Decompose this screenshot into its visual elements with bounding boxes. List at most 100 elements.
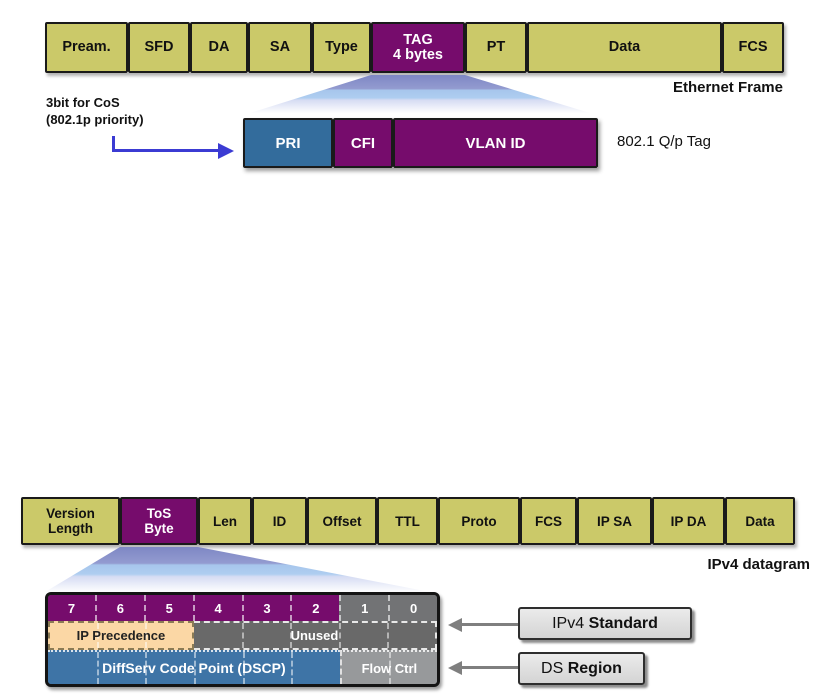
ip-precedence-label: IP Precedence [76, 628, 166, 643]
tag-cell-cfi-label: CFI [350, 134, 376, 152]
ip-cell-version-length: Version Length [21, 497, 120, 545]
eth-cell-fcs-label: FCS [738, 39, 768, 55]
callout-ipv4-standard-bold: Standard [588, 614, 658, 632]
tag-expansion-funnel [250, 75, 590, 113]
bit-separator-line [242, 623, 245, 648]
tag-cell-vlan-id: VLAN ID [393, 118, 598, 168]
ip-cell-offset-label: Offset [322, 513, 362, 529]
eth-cell-type: Type [312, 22, 371, 73]
ip-tos-line2: Byte [144, 521, 174, 536]
ip-cell-ttl-label: TTL [395, 513, 420, 529]
bit-separator-line [96, 652, 99, 684]
bit-4-label: 4 [214, 600, 222, 616]
dscp-cell: DiffServ Code Point (DSCP) [48, 650, 340, 684]
ip-version-line1: Version [46, 506, 95, 521]
bit-2-label: 2 [312, 600, 320, 616]
bit-2: 2 [290, 595, 340, 621]
ip-cell-ip-da: IP DA [652, 497, 725, 545]
tos-expansion-funnel [45, 547, 430, 592]
ip-cell-ttl: TTL [377, 497, 438, 545]
tos-bit-grid: 7 6 5 4 3 2 1 0 IP Precedence Unused [45, 592, 440, 687]
ip-cell-ip-sa-label: IP SA [596, 513, 632, 529]
eth-cell-preamble-label: Pream. [62, 39, 111, 55]
bit-6-label: 6 [116, 600, 124, 616]
eth-cell-type-label: Type [325, 39, 358, 55]
ds-region-row: DiffServ Code Point (DSCP) Flow Ctrl [48, 650, 437, 684]
ip-cell-id: ID [252, 497, 307, 545]
bit-3: 3 [241, 595, 291, 621]
ipv4-datagram-row: Version Length ToS Byte Len ID Offset TT… [21, 497, 795, 545]
bit-0-label: 0 [409, 600, 418, 616]
eth-cell-pt-label: PT [486, 39, 506, 55]
bit-5-label: 5 [165, 600, 173, 616]
bit-7: 7 [48, 595, 95, 621]
eth-cell-preamble: Pream. [45, 22, 128, 73]
ip-cell-ip-da-label: IP DA [670, 513, 707, 529]
ipv4-standard-arrow-line [458, 623, 518, 626]
ipv4-datagram-caption: IPv4 datagram [707, 556, 810, 573]
ip-cell-id-label: ID [272, 513, 287, 529]
ip-precedence-cell: IP Precedence [48, 621, 194, 650]
ip-cell-proto: Proto [438, 497, 520, 545]
ip-cell-version-length-label: Version Length [46, 506, 95, 536]
ip-cell-offset: Offset [307, 497, 377, 545]
bit-separator-line [386, 623, 389, 648]
bit-7-label: 7 [67, 600, 76, 616]
ip-cell-tos-byte-label: ToS Byte [144, 506, 173, 536]
flow-ctrl-label: Flow Ctrl [361, 660, 418, 676]
bit-6: 6 [94, 595, 144, 621]
unused-label: Unused [290, 628, 339, 643]
eth-cell-sfd: SFD [128, 22, 190, 73]
eth-cell-sa-label: SA [269, 39, 291, 55]
bit-0: 0 [388, 595, 437, 621]
ip-cell-proto-label: Proto [461, 513, 497, 529]
bit-number-row: 7 6 5 4 3 2 1 0 [48, 595, 437, 621]
eth-cell-data: Data [527, 22, 722, 73]
bit-separator-line [338, 623, 341, 648]
bit-separator-line [242, 652, 245, 684]
eth-cell-tag-label: TAG 4 bytes [393, 31, 443, 63]
bit-separator-line [291, 652, 294, 684]
eth-tag-line1: TAG [403, 31, 433, 48]
callout-ds-region-light: DS [541, 659, 568, 677]
dot1q-tag-row: PRI CFI VLAN ID [243, 118, 598, 168]
bit-1: 1 [339, 595, 389, 621]
ipv4-standard-arrowhead-icon [448, 618, 462, 632]
bit-separator-line [145, 652, 148, 684]
unused-cell: Unused [193, 621, 437, 650]
eth-cell-data-label: Data [608, 39, 641, 55]
cos-note-line1: 3bit for CoS [46, 95, 120, 110]
eth-cell-pt: PT [465, 22, 527, 73]
cos-note-line2: (802.1p priority) [46, 112, 144, 127]
ip-cell-data: Data [725, 497, 795, 545]
eth-cell-sa: SA [248, 22, 312, 73]
ethernet-frame-caption: Ethernet Frame [672, 79, 783, 96]
flow-ctrl-cell: Flow Ctrl [339, 650, 437, 684]
ipv4-standard-row: IP Precedence Unused [48, 621, 437, 650]
eth-cell-fcs: FCS [722, 22, 784, 73]
callout-ipv4-standard-light: IPv4 [552, 614, 589, 632]
ip-cell-fcs: FCS [520, 497, 577, 545]
callout-ds-region: DS Region [518, 652, 645, 685]
eth-cell-tag: TAG 4 bytes [371, 22, 465, 73]
tag-cell-vlan-id-label: VLAN ID [465, 134, 526, 152]
ip-cell-tos-byte: ToS Byte [120, 497, 198, 545]
tag-cell-pri: PRI [243, 118, 333, 168]
tag-cell-cfi: CFI [333, 118, 393, 168]
bit-separator-line [389, 652, 392, 684]
eth-cell-da: DA [190, 22, 248, 73]
eth-cell-da-label: DA [208, 39, 230, 55]
bit-4: 4 [192, 595, 242, 621]
cos-arrow-vertical-segment [112, 136, 115, 152]
cos-note: 3bit for CoS (802.1p priority) [46, 94, 144, 128]
bit-3-label: 3 [263, 600, 271, 616]
bit-5: 5 [143, 595, 193, 621]
callout-ipv4-standard: IPv4 Standard [518, 607, 692, 640]
dscp-label: DiffServ Code Point (DSCP) [102, 660, 286, 676]
cos-arrow-horizontal-segment [112, 149, 218, 152]
bit-1-label: 1 [361, 600, 369, 616]
bit-separator-line [97, 623, 100, 648]
tag-cell-pri-label: PRI [275, 134, 301, 152]
bit-separator-line [144, 623, 147, 648]
